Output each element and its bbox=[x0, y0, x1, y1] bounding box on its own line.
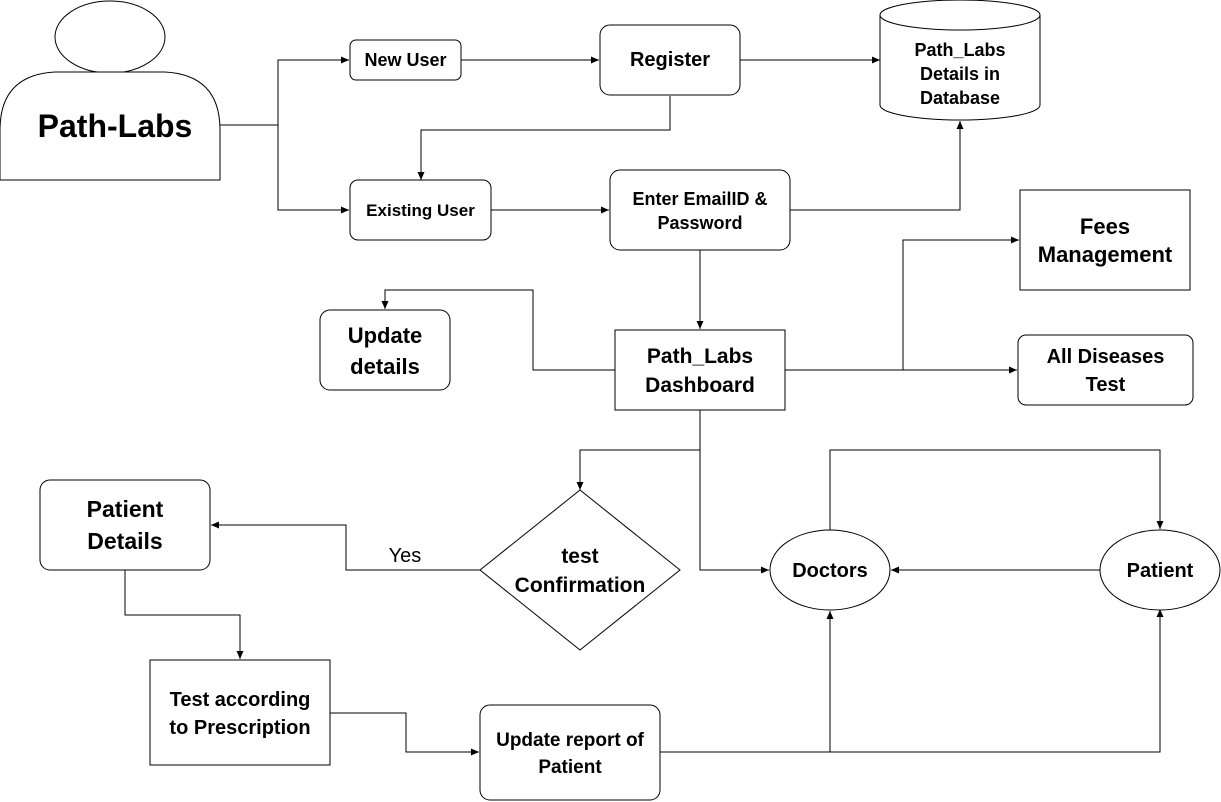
node-database-line-1: Path_Labs bbox=[914, 40, 1005, 60]
edge-dashboard-to-update-details bbox=[381, 289, 615, 371]
edge-actor-to-existing-user bbox=[277, 125, 349, 214]
node-enter-credentials: Enter EmailID & Password bbox=[609, 169, 791, 251]
node-patient-label: Patient bbox=[1127, 560, 1194, 582]
node-all-diseases-test-line-1: All Diseases bbox=[1047, 346, 1165, 368]
node-new-user-label: New User bbox=[364, 50, 446, 70]
node-patient-details-box bbox=[39, 479, 211, 571]
node-existing-user-box bbox=[349, 179, 492, 241]
node-update-report: Update report of Patient bbox=[479, 704, 661, 801]
node-fees-management: Fees Management bbox=[1019, 189, 1191, 291]
node-database-line-3: Database bbox=[920, 88, 1000, 108]
node-patient-details-line-2: Details bbox=[87, 528, 162, 554]
node-new-user-box bbox=[349, 39, 462, 81]
edge-report-to-doctors bbox=[660, 611, 834, 753]
node-update-report-line-1: Update report of bbox=[496, 730, 644, 751]
node-update-details-box bbox=[319, 309, 451, 391]
node-update-report-line-2: Patient bbox=[538, 757, 602, 778]
actor-head bbox=[54, 0, 166, 74]
node-new-user: New User bbox=[349, 39, 462, 81]
node-enter-credentials-line-1: Enter EmailID & bbox=[632, 189, 767, 209]
node-test-prescription-line-2: to Prescription bbox=[169, 717, 310, 739]
node-all-diseases-test-line-2: Test bbox=[1086, 374, 1126, 396]
node-test-confirmation-line-2: Confirmation bbox=[515, 574, 646, 597]
actor-body bbox=[0, 71, 221, 181]
node-doctors-ellipse bbox=[769, 529, 891, 611]
edge-dashboard-to-fees bbox=[902, 236, 1019, 370]
node-register: Register bbox=[599, 24, 741, 96]
node-test-prescription-line-1: Test according bbox=[170, 689, 311, 711]
edge-doctors-to-patient bbox=[829, 449, 1164, 530]
node-patient-details-line-1: Patient bbox=[87, 496, 164, 522]
node-update-details-line-2: details bbox=[350, 354, 420, 379]
node-database-top bbox=[879, 0, 1041, 31]
node-update-details: Update details bbox=[319, 309, 451, 391]
node-test-confirmation: test Confirmation bbox=[479, 489, 681, 651]
node-update-report-box bbox=[479, 704, 661, 801]
edge-actor-to-new-user bbox=[277, 56, 349, 125]
node-existing-user-label: Existing User bbox=[366, 201, 475, 220]
node-register-box bbox=[599, 24, 741, 96]
node-dashboard-line-2: Dashboard bbox=[645, 374, 755, 397]
node-update-details-line-1: Update bbox=[348, 323, 423, 348]
node-all-diseases-test-box bbox=[1017, 334, 1194, 406]
node-database-line-2: Details in bbox=[920, 64, 1000, 84]
node-fees-management-line-1: Fees bbox=[1080, 214, 1130, 239]
node-register-label: Register bbox=[630, 49, 710, 71]
node-doctors: Doctors bbox=[769, 529, 891, 611]
actor-path-labs: Path-Labs bbox=[0, 0, 221, 181]
node-patient: Patient bbox=[1099, 529, 1221, 611]
node-dashboard-line-1: Path_Labs bbox=[647, 345, 753, 368]
edge-credentials-to-database bbox=[790, 121, 964, 211]
node-existing-user: Existing User bbox=[349, 179, 492, 241]
edge-confirmation-to-patient-details bbox=[211, 521, 480, 571]
node-all-diseases-test: All Diseases Test bbox=[1017, 334, 1194, 406]
node-patient-details: Patient Details bbox=[39, 479, 211, 571]
edge-label-yes: Yes bbox=[389, 545, 422, 567]
node-doctors-label: Doctors bbox=[792, 560, 868, 582]
node-test-prescription: Test according to Prescription bbox=[149, 659, 331, 766]
node-test-confirmation-line-1: test bbox=[561, 545, 598, 568]
edge-dashboard-to-doctors bbox=[699, 450, 769, 574]
node-test-prescription-box bbox=[149, 659, 331, 766]
node-enter-credentials-line-2: Password bbox=[657, 213, 742, 233]
actor-label: Path-Labs bbox=[38, 108, 193, 144]
edge-patient-details-to-test bbox=[124, 570, 244, 659]
node-test-confirmation-diamond bbox=[479, 489, 681, 651]
edge-report-to-patient bbox=[830, 609, 1164, 753]
node-patient-ellipse bbox=[1099, 529, 1221, 611]
node-database: Path_Labs Details in Database bbox=[879, 0, 1041, 121]
node-enter-credentials-box bbox=[609, 169, 791, 251]
edge-register-to-existing-user bbox=[417, 96, 671, 180]
node-database-body bbox=[879, 15, 1041, 121]
edges bbox=[124, 56, 1164, 756]
edge-dashboard-to-confirmation bbox=[576, 410, 701, 490]
node-dashboard-box bbox=[614, 329, 786, 411]
node-fees-management-line-2: Management bbox=[1038, 242, 1173, 267]
node-dashboard: Path_Labs Dashboard bbox=[614, 329, 786, 411]
node-fees-management-box bbox=[1019, 189, 1191, 291]
edge-test-to-update-report bbox=[330, 712, 479, 756]
